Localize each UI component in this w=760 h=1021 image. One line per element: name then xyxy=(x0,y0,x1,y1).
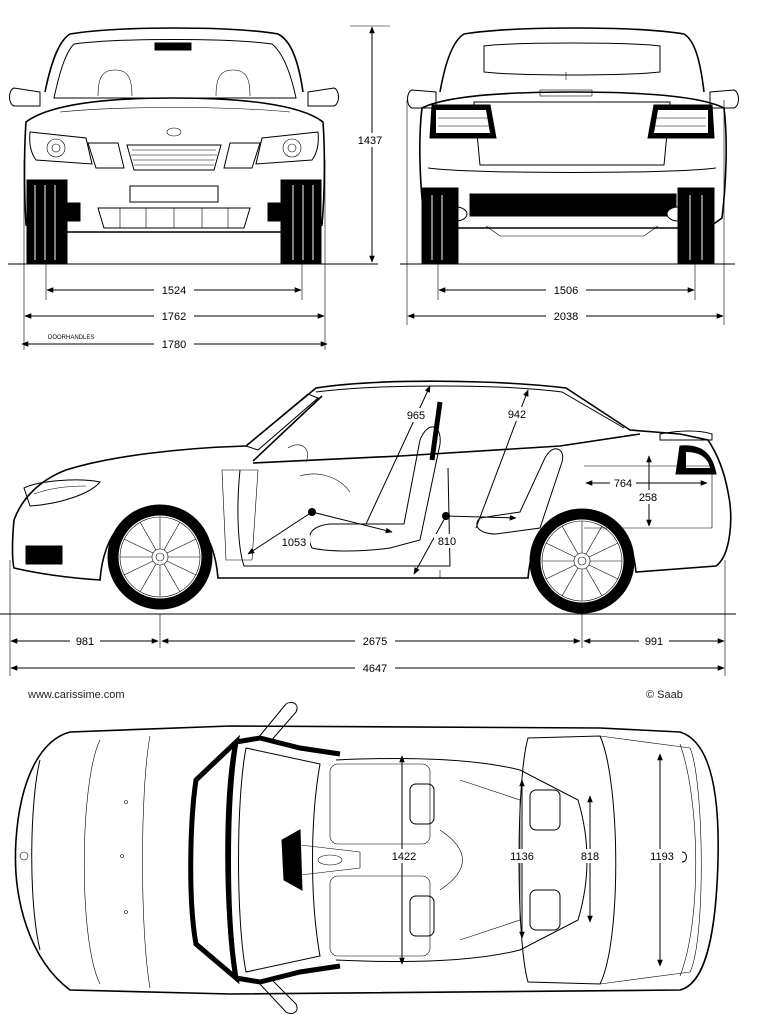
trunk-width-label: 1193 xyxy=(650,851,674,863)
legroom-rear-label: 810 xyxy=(438,536,456,548)
rear-view xyxy=(400,27,739,325)
height-dimension: 1437 xyxy=(350,25,390,263)
front-overhang-label: 981 xyxy=(76,636,94,648)
door-handles-caption: DOORHANDLES xyxy=(48,335,94,341)
rotation-arrow-icon xyxy=(681,851,687,863)
trunk-depth-label: 818 xyxy=(581,851,599,863)
rear-overhang-label: 991 xyxy=(645,636,663,648)
trunk-length-label: 764 xyxy=(614,478,632,490)
website-credit: www.carissime.com xyxy=(27,689,125,701)
length-dimensions: 981 2675 991 4647 xyxy=(0,560,736,676)
wheelbase-label: 2675 xyxy=(363,636,387,648)
trunk-height-label: 258 xyxy=(639,492,657,504)
shoulder-rear-label: 1136 xyxy=(510,851,534,863)
side-view xyxy=(11,380,732,614)
top-view xyxy=(14,701,719,1015)
headroom-rear-label: 942 xyxy=(508,409,526,421)
front-track-label: 1524 xyxy=(162,285,186,297)
interior-dimensions-top: 1422 1136 818 1193 xyxy=(388,753,687,967)
height-label: 1437 xyxy=(358,135,382,147)
door-handles-width-label: 1780 xyxy=(162,339,186,351)
rear-track-label: 1506 xyxy=(554,285,578,297)
headroom-front-label: 965 xyxy=(407,410,425,422)
shoulder-front-label: 1422 xyxy=(392,851,416,863)
front-view xyxy=(8,27,378,350)
width-mirrors-label: 2038 xyxy=(554,311,578,323)
copyright-credit: © Saab xyxy=(646,689,683,701)
overall-length-label: 4647 xyxy=(363,663,387,675)
front-width-dimensions: 1524 1762 DOORHANDLES 1780 xyxy=(21,283,328,351)
interior-dimensions-side: 965 942 1053 810 764 258 xyxy=(247,385,708,575)
body-width-label: 1762 xyxy=(162,311,186,323)
legroom-front-label: 1053 xyxy=(282,537,306,549)
rear-width-dimensions: 1506 2038 xyxy=(407,283,724,323)
